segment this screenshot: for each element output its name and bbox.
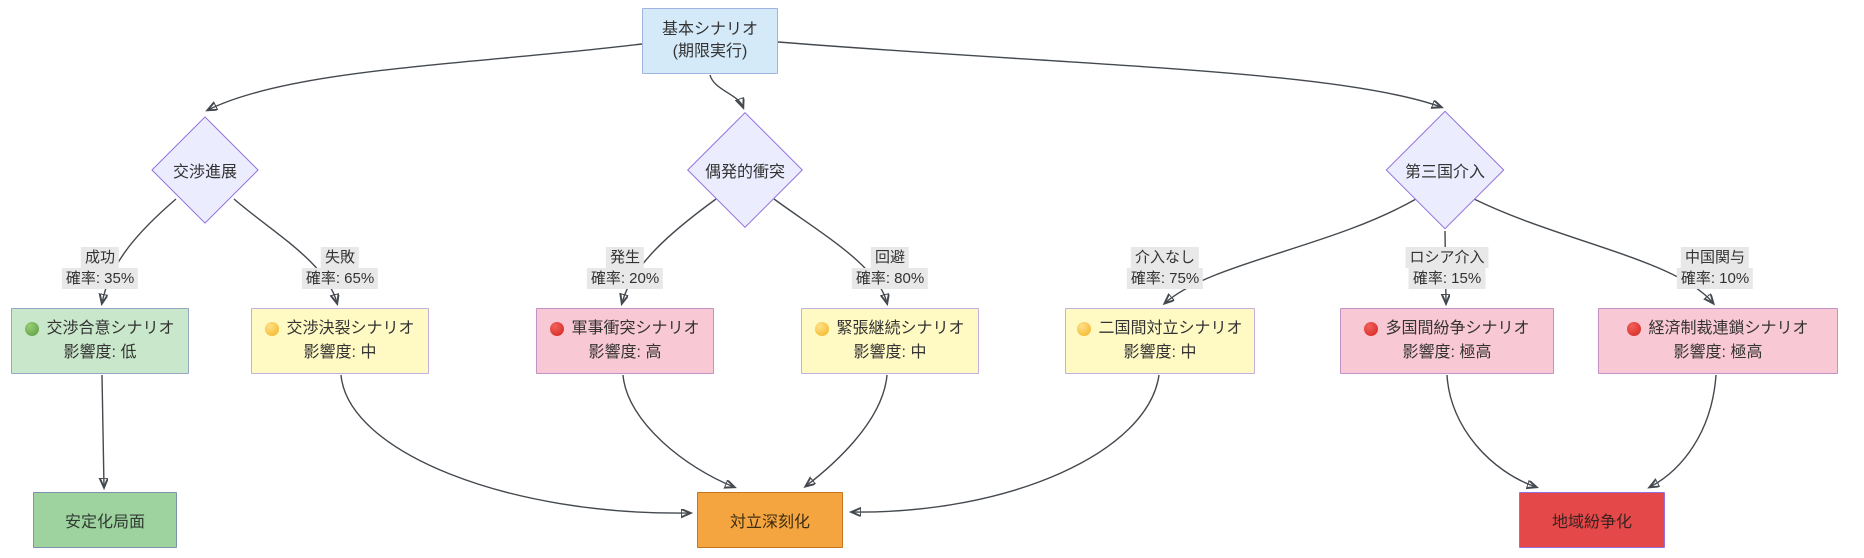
- node-base-scenario: 基本シナリオ (期限実行): [642, 8, 778, 74]
- scenario-title: 多国間紛争シナリオ: [1385, 320, 1530, 337]
- branch-label-failure: 失敗 確率: 65%: [301, 247, 379, 289]
- green-circle-icon: [25, 322, 40, 336]
- edge-root-to-clash: [709, 74, 743, 107]
- decision-third-party-intervention: 第三国介入: [1385, 110, 1505, 230]
- edge-multilateral-to-regional: [1446, 374, 1536, 487]
- outcome-conflict-deepening: 対立深刻化: [697, 492, 843, 548]
- scenario-multilateral-conflict: 多国間紛争シナリオ 影響度: 極高: [1340, 308, 1554, 374]
- scenario-impact: 影響度: 中: [853, 344, 927, 361]
- decision-label: 第三国介入: [1404, 164, 1485, 181]
- scenario-title: 交渉合意シナリオ: [46, 320, 175, 337]
- red-circle-icon: [1364, 322, 1379, 336]
- branch-probability: 確率: 75%: [1126, 268, 1204, 289]
- edge-breakdown-to-deepening: [340, 374, 690, 513]
- edge-tension-to-deepening: [806, 374, 888, 486]
- edge-bilateral-to-deepening: [852, 374, 1160, 512]
- branch-outcome: 介入なし: [1130, 247, 1200, 268]
- decision-negotiation-progress: 交渉進展: [151, 116, 259, 224]
- outcome-stabilization: 安定化局面: [33, 492, 177, 548]
- scenario-title: 軍事衝突シナリオ: [571, 320, 700, 337]
- branch-label-china-involvement: 中国関与 確率: 10%: [1676, 247, 1754, 289]
- scenario-impact: 影響度: 高: [588, 344, 662, 361]
- red-circle-icon: [550, 322, 565, 336]
- edge-failure: [233, 198, 337, 303]
- decision-accidental-clash: 偶発的衝突: [687, 112, 803, 228]
- node-base-scenario-line2: (期限実行): [672, 43, 748, 60]
- scenario-impact: 影響度: 中: [1123, 344, 1197, 361]
- branch-outcome: 成功: [80, 247, 120, 268]
- scenario-bilateral-confrontation: 二国間対立シナリオ 影響度: 中: [1065, 308, 1255, 374]
- edge-success: [102, 198, 177, 303]
- outcome-label: 安定化局面: [64, 514, 145, 531]
- scenario-impact: 影響度: 中: [303, 344, 377, 361]
- scenario-title: 緊張継続シナリオ: [836, 320, 965, 337]
- branch-label-success: 成功 確率: 35%: [61, 247, 139, 289]
- yellow-circle-icon: [815, 322, 830, 336]
- outcome-label: 対立深刻化: [729, 514, 810, 531]
- edge-root-to-negotiation: [208, 43, 643, 110]
- decision-label: 偶発的衝突: [704, 164, 785, 181]
- yellow-circle-icon: [265, 322, 280, 336]
- edge-occurrence: [622, 198, 717, 303]
- branch-probability: 確率: 35%: [61, 268, 139, 289]
- edge-root-to-thirdparty: [777, 41, 1441, 107]
- branch-label-avoidance: 回避 確率: 80%: [851, 247, 929, 289]
- outcome-regional-conflict: 地域紛争化: [1519, 492, 1665, 548]
- branch-outcome: 回避: [870, 247, 910, 268]
- scenario-title: 交渉決裂シナリオ: [286, 320, 415, 337]
- edge-to-stabilization: [102, 374, 104, 487]
- branch-probability: 確率: 15%: [1408, 268, 1486, 289]
- scenario-impact: 影響度: 低: [63, 344, 137, 361]
- scenario-impact: 影響度: 極高: [1402, 344, 1492, 361]
- yellow-circle-icon: [1077, 322, 1092, 336]
- edge-military-to-deepening: [622, 374, 734, 487]
- node-base-scenario-line1: 基本シナリオ: [661, 21, 758, 38]
- decision-label: 交渉進展: [172, 164, 237, 181]
- branch-outcome: 発生: [605, 247, 645, 268]
- scenario-tension-continuation: 緊張継続シナリオ 影響度: 中: [801, 308, 979, 374]
- scenario-negotiation-breakdown: 交渉決裂シナリオ 影響度: 中: [251, 308, 429, 374]
- branch-outcome: 失敗: [320, 247, 360, 268]
- scenario-title: 経済制裁連鎖シナリオ: [1648, 320, 1809, 337]
- scenario-impact: 影響度: 極高: [1673, 344, 1763, 361]
- branch-probability: 確率: 20%: [586, 268, 664, 289]
- scenario-economic-sanctions-chain: 経済制裁連鎖シナリオ 影響度: 極高: [1598, 308, 1838, 374]
- branch-label-no-intervention: 介入なし 確率: 75%: [1126, 247, 1204, 289]
- branch-label-russia-intervention: ロシア介入 確率: 15%: [1405, 247, 1489, 289]
- branch-label-occurrence: 発生 確率: 20%: [586, 247, 664, 289]
- branch-outcome: 中国関与: [1680, 247, 1750, 268]
- branch-probability: 確率: 65%: [301, 268, 379, 289]
- scenario-military-clash: 軍事衝突シナリオ 影響度: 高: [536, 308, 714, 374]
- red-circle-icon: [1627, 322, 1642, 336]
- branch-probability: 確率: 80%: [851, 268, 929, 289]
- branch-outcome: ロシア介入: [1405, 247, 1489, 268]
- scenario-title: 二国間対立シナリオ: [1098, 320, 1243, 337]
- branch-probability: 確率: 10%: [1676, 268, 1754, 289]
- edge-avoidance: [773, 198, 887, 303]
- outcome-label: 地域紛争化: [1551, 514, 1632, 531]
- edge-sanctions-to-regional: [1650, 374, 1717, 487]
- scenario-negotiation-agreement: 交渉合意シナリオ 影響度: 低: [11, 308, 189, 374]
